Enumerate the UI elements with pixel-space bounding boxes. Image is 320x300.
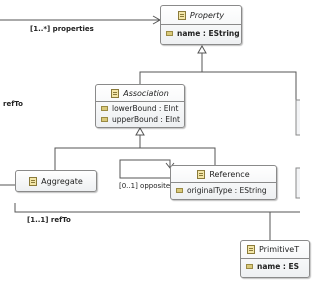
divider	[96, 101, 184, 102]
offscreen-class-box[interactable]	[295, 167, 300, 199]
opposite-label: [0..1] opposite	[119, 182, 171, 190]
primitive-type-attribute-name[interactable]: name : ES	[246, 262, 299, 271]
property-attribute-name[interactable]: name : EString	[166, 29, 240, 38]
attribute-text: name : EString	[177, 29, 240, 38]
class-icon	[177, 10, 186, 20]
divider	[161, 24, 241, 25]
divider	[171, 182, 276, 183]
ref-to-bottom-edge[interactable]	[14, 203, 300, 213]
ref-to-left-label: refTo	[3, 100, 23, 108]
aggregate-class[interactable]: Aggregate	[15, 170, 97, 192]
attribute-icon	[101, 117, 108, 122]
opposite-edge[interactable]	[119, 159, 171, 179]
class-icon	[197, 169, 206, 179]
aggregate-generalization-edge[interactable]	[54, 135, 141, 170]
reference-class-header: Reference	[171, 166, 276, 182]
attribute-icon	[101, 106, 108, 111]
association-attribute-upperbound[interactable]: upperBound : EInt	[101, 115, 180, 124]
attribute-text: upperBound : EInt	[112, 115, 180, 124]
aggregate-class-header: Aggregate	[16, 171, 96, 191]
right-generalization-edge[interactable]	[202, 71, 297, 100]
generalization-triangle	[197, 44, 207, 54]
class-icon	[111, 88, 120, 98]
generalization-triangle	[135, 126, 145, 136]
aggregate-class-name: Aggregate	[41, 176, 83, 186]
property-class-header: Property	[161, 6, 241, 24]
attribute-text: name : ES	[257, 262, 300, 271]
reference-class[interactable]: Reference originalType : EString	[170, 165, 277, 200]
offscreen-class-box[interactable]	[295, 99, 300, 136]
property-class[interactable]: Property name : EString	[160, 5, 242, 45]
association-class[interactable]: Association lowerBound : EInt upperBound…	[95, 84, 185, 128]
primitive-type-class-header: PrimitiveT	[241, 241, 309, 258]
class-icon	[29, 176, 38, 186]
property-class-name: Property	[189, 10, 225, 20]
ref-to-bottom-label: [1..1] refTo	[27, 216, 71, 224]
properties-label: [1..*] properties	[30, 25, 94, 33]
reference-attribute-originaltype[interactable]: originalType : EString	[176, 186, 267, 195]
association-class-header: Association	[96, 85, 184, 101]
attribute-icon	[166, 31, 173, 36]
class-icon	[247, 245, 255, 254]
attribute-icon	[246, 264, 253, 269]
reference-class-name: Reference	[209, 169, 250, 179]
association-class-name: Association	[123, 88, 169, 98]
primitive-type-class-name: PrimitiveT	[259, 245, 300, 254]
association-generalization-edge[interactable]	[139, 53, 203, 84]
attribute-text: lowerBound : EInt	[112, 104, 179, 113]
diagram-canvas	[0, 15, 300, 240]
association-attribute-lowerbound[interactable]: lowerBound : EInt	[101, 104, 178, 113]
attribute-text: originalType : EString	[187, 186, 267, 195]
attribute-icon	[176, 188, 183, 193]
primitive-type-class[interactable]: PrimitiveT name : ES	[240, 240, 310, 278]
reference-generalization-edge[interactable]	[140, 147, 216, 165]
divider	[241, 258, 309, 259]
